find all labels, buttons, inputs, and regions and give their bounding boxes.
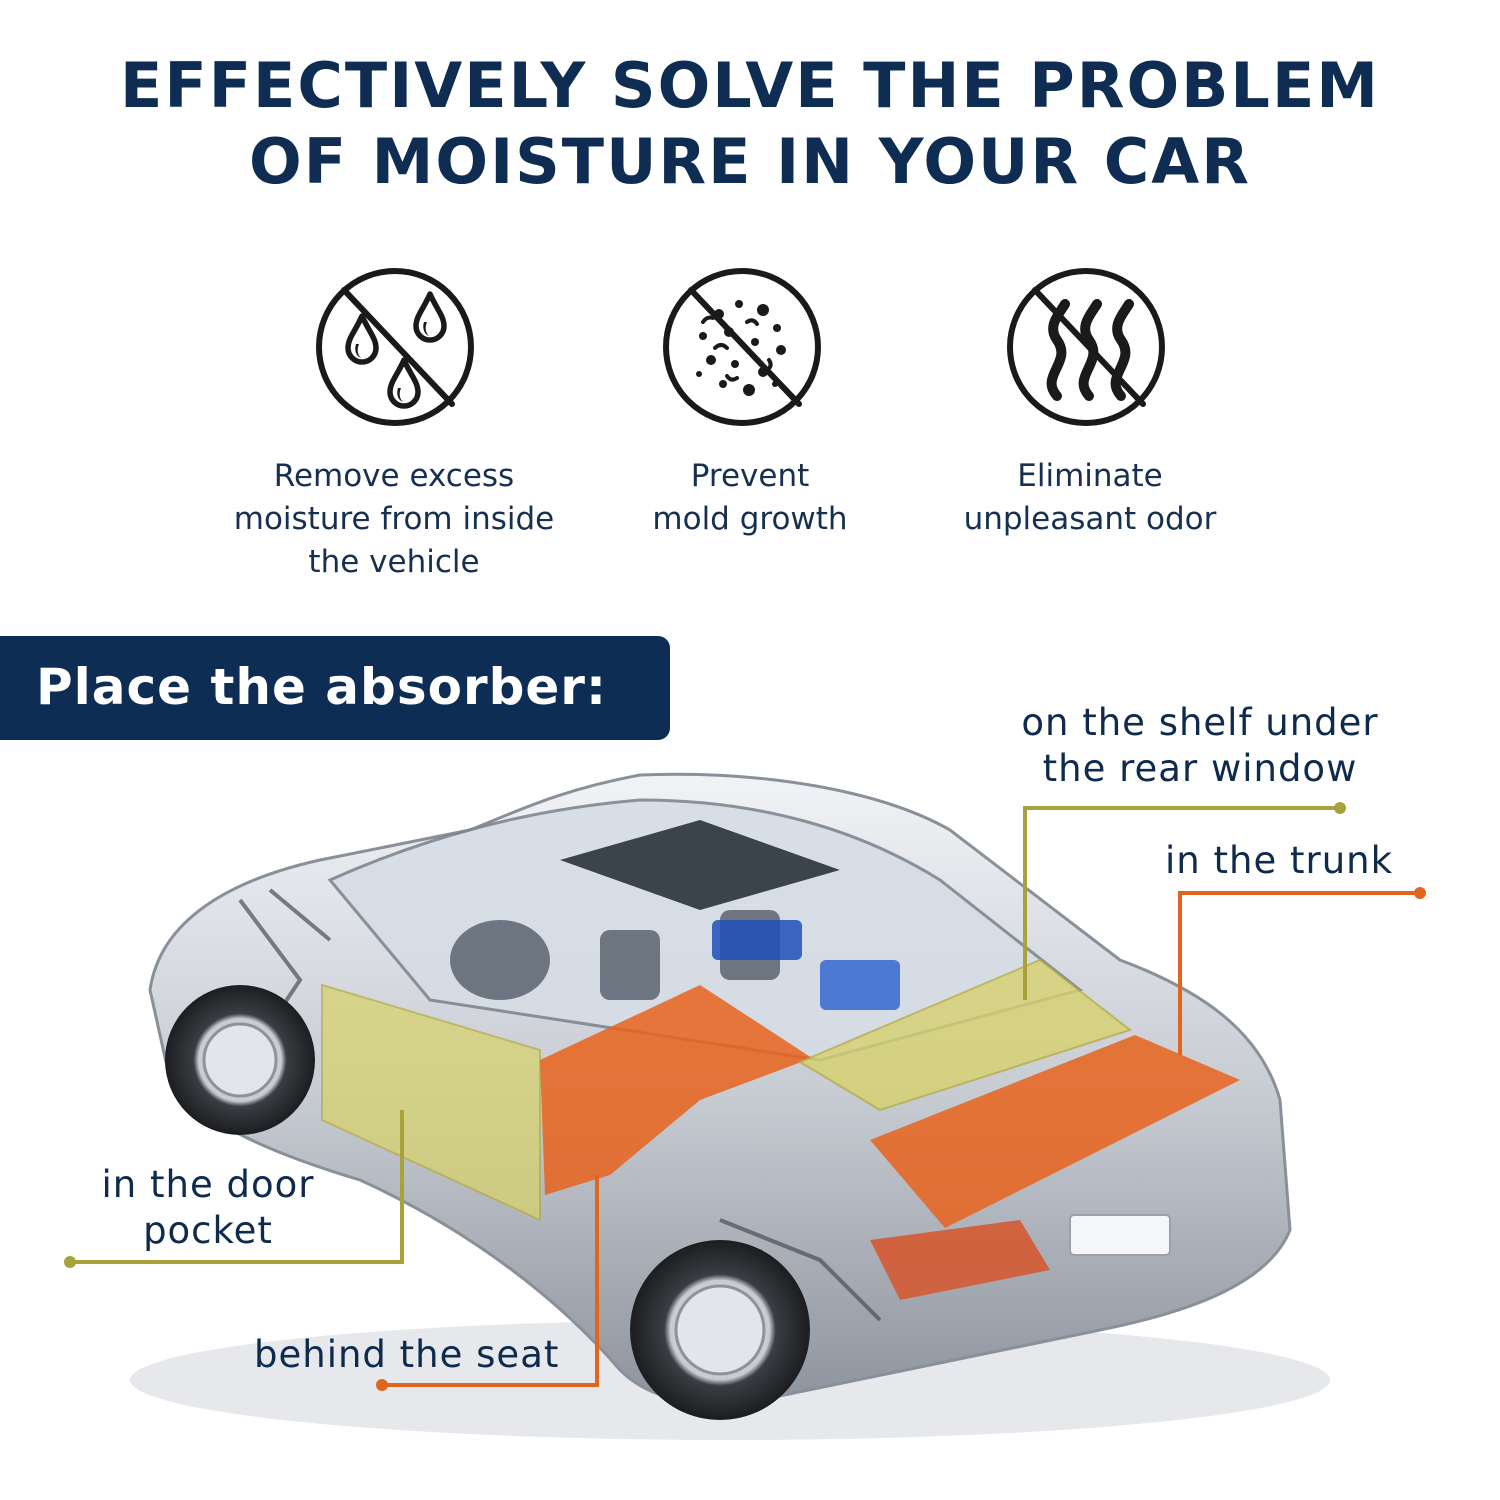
- headline: EFFECTIVELY SOLVE THE PROBLEM OF MOISTUR…: [0, 48, 1500, 200]
- blue-seat: [820, 960, 900, 1010]
- feature-caption-odor: Eliminate unpleasant odor: [890, 455, 1290, 541]
- callout-seat-line-1: behind the seat: [254, 1333, 560, 1376]
- callout-seat: behind the seat: [254, 1332, 559, 1378]
- callout-door: in the door pocket: [88, 1162, 328, 1254]
- blue-seat: [712, 920, 802, 960]
- shelf-zone: [797, 958, 1133, 1112]
- trunk-callout-line: [1178, 891, 1420, 1055]
- caption-line: mold growth: [652, 501, 848, 537]
- callout-shelf: on the shelf under the rear window: [1000, 700, 1400, 792]
- headline-line-1: EFFECTIVELY SOLVE THE PROBLEM: [119, 49, 1380, 122]
- callout-trunk-line-1: in the trunk: [1165, 839, 1394, 882]
- caption-line: the vehicle: [308, 544, 480, 580]
- callout-door-line-2: pocket: [143, 1209, 273, 1252]
- seat-zone: [540, 985, 812, 1195]
- trunk-zone: [870, 1035, 1240, 1228]
- no-mold-icon: [663, 268, 821, 426]
- caption-line: Eliminate: [1017, 458, 1163, 494]
- license-plate: [1069, 1214, 1171, 1256]
- caption-line: moisture from inside: [233, 501, 555, 537]
- car-sunroof: [560, 820, 840, 910]
- callout-shelf-line-1: on the shelf under: [1021, 701, 1379, 744]
- callout-shelf-line-2: the rear window: [1042, 747, 1358, 790]
- feature-caption-mold: Prevent mold growth: [550, 455, 950, 541]
- door-pocket-zone: [321, 983, 541, 1222]
- banner-text: Place the absorber:: [36, 658, 607, 716]
- callout-door-line-1: in the door: [101, 1163, 315, 1206]
- door-callout-line: [70, 1110, 404, 1264]
- section-banner: Place the absorber:: [0, 636, 670, 740]
- caption-line: Remove excess: [273, 458, 515, 494]
- callout-trunk: in the trunk: [1165, 838, 1393, 884]
- no-water-drops-icon: [316, 268, 474, 426]
- caption-line: Prevent: [690, 458, 810, 494]
- caption-line: unpleasant odor: [963, 501, 1217, 537]
- no-odor-icon: [1007, 268, 1165, 426]
- shelf-callout-line: [1023, 806, 1340, 1000]
- feature-caption-moisture: Remove excess moisture from inside the v…: [194, 455, 594, 584]
- seat-callout-line: [382, 1175, 599, 1387]
- tail-light: [870, 1220, 1050, 1300]
- headline-line-2: OF MOISTURE IN YOUR CAR: [249, 125, 1251, 198]
- car-cutaway-illustration: [64, 772, 1426, 1440]
